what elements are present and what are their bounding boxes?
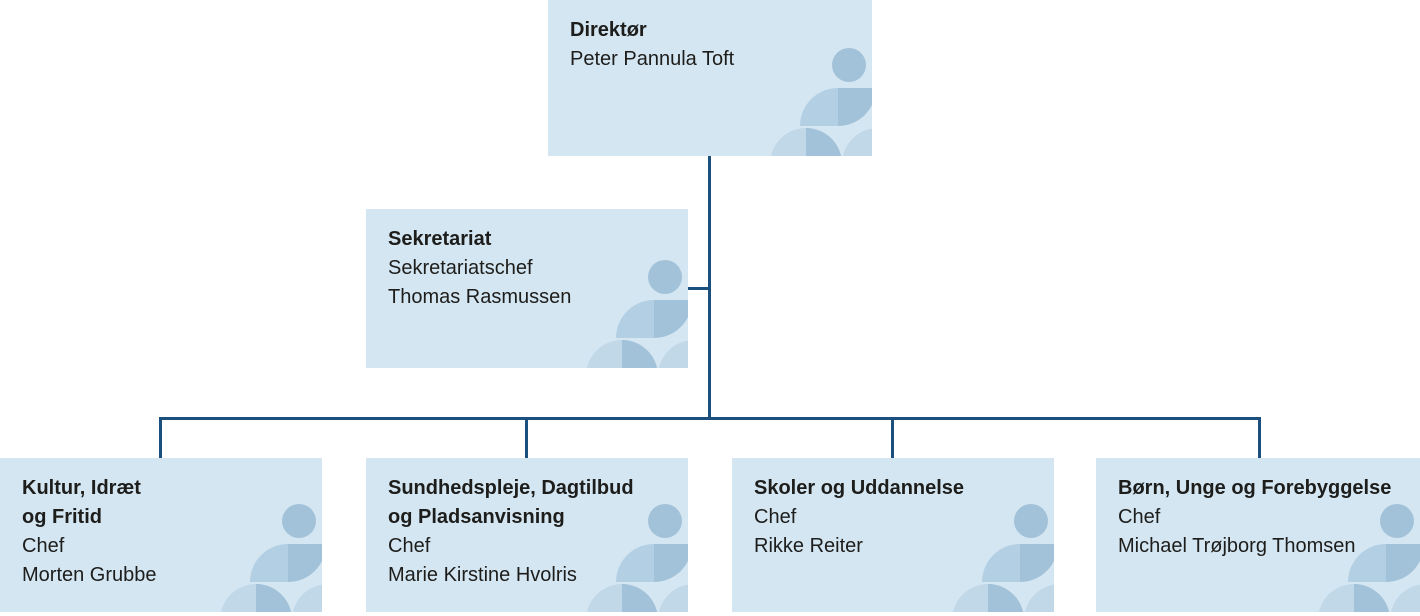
card-name: Morten Grubbe [22,564,157,586]
figure-dome-overlay [622,340,658,368]
figure-dome-right [842,128,872,156]
card-title: Direktør [570,19,647,41]
org-card-boern-unge-og-forebyggelse: Børn, Unge og Forebyggelse Chef Michael … [1096,458,1420,612]
figure-head [832,48,866,82]
card-name: Peter Pannula Toft [570,48,735,70]
org-card-sundhedspleje-dagtilbud-og-pladsanvisning: Sundhedspleje, Dagtilbud og Pladsanvisni… [366,458,688,612]
card-text: Skoler og Uddannelse Chef Rikke Reiter [732,458,1054,561]
card-title: Sundhedspleje, Dagtilbud og Pladsanvisni… [388,477,634,528]
card-role: Chef [754,506,797,528]
person-figure-icon [760,44,872,156]
figure-head [648,504,682,538]
org-card-skoler-og-uddannelse: Skoler og Uddannelse Chef Rikke Reiter [732,458,1054,612]
connector-trunk [708,156,711,419]
connector-horizontal-rail [159,417,1261,420]
figure-head [1014,504,1048,538]
card-text: Sundhedspleje, Dagtilbud og Pladsanvisni… [366,458,688,590]
card-title: Kultur, Idræt og Fritid [22,477,141,528]
person-figure-icon [210,500,322,612]
connector-drop-skoler [891,419,894,458]
card-role: Chef [388,535,431,557]
figure-dome-right [658,340,688,368]
card-text: Sekretariat Sekretariatschef Thomas Rasm… [366,209,688,312]
connector-staff-link [688,287,709,290]
card-name: Thomas Rasmussen [388,286,572,308]
card-role: Chef [1118,506,1161,528]
connector-drop-kultur [159,419,162,458]
figure-dome-right [1390,584,1420,612]
card-title: Børn, Unge og Forebyggelse [1118,477,1392,499]
person-figure-icon [576,256,688,368]
card-title: Sekretariat [388,228,492,250]
card-title: Skoler og Uddannelse [754,477,965,499]
figure-head [282,504,316,538]
org-card-kultur-idraet-og-fritid: Kultur, Idræt og Fritid Chef Morten Grub… [0,458,322,612]
card-name: Marie Kirstine Hvolris [388,564,577,586]
figure-leaf-dark [838,88,872,126]
figure-leaf-light [800,88,838,126]
figure-dome-overlay [988,584,1024,612]
figure-dome-right [1024,584,1054,612]
connector-drop-boern [1258,419,1261,458]
card-role: Sekretariatschef [388,257,533,279]
card-text: Børn, Unge og Forebyggelse Chef Michael … [1096,458,1420,561]
card-role: Chef [22,535,65,557]
figure-dome-overlay [806,128,842,156]
card-name: Michael Trøjborg Thomsen [1118,535,1356,557]
org-card-sekretariat: Sekretariat Sekretariatschef Thomas Rasm… [366,209,688,368]
card-name: Rikke Reiter [754,535,863,557]
person-figure-icon [1308,500,1420,612]
figure-head [648,260,682,294]
card-text: Kultur, Idræt og Fritid Chef Morten Grub… [0,458,322,590]
org-card-direktoer: Direktør Peter Pannula Toft [548,0,872,156]
figure-head [1380,504,1414,538]
card-text: Direktør Peter Pannula Toft [548,0,872,74]
person-figure-icon [942,500,1054,612]
figure-dome-overlay [1354,584,1390,612]
person-figure-icon [576,500,688,612]
connector-drop-sundhedspleje [525,419,528,458]
